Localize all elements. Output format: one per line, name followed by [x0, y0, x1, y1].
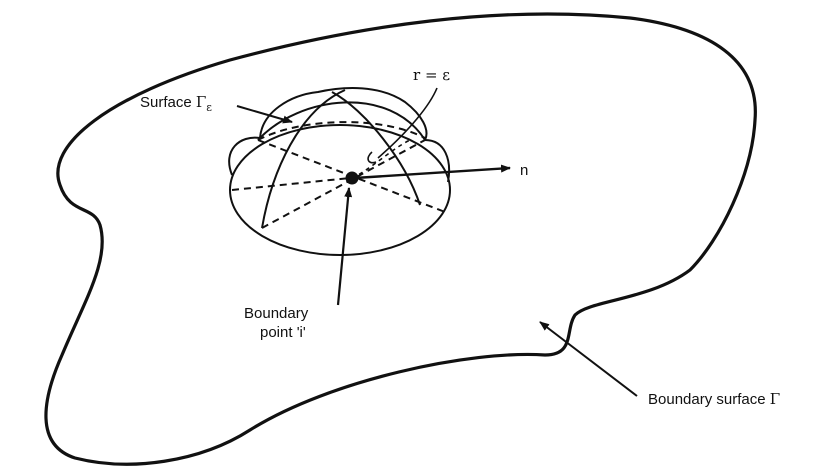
- boundary-surface-leader-arrow: [539, 321, 638, 397]
- boundary-point-dot: [345, 171, 359, 185]
- radius-dashed-line: [351, 139, 411, 179]
- radius-label: r = ε: [413, 66, 450, 84]
- boundary-point-leader-arrow: [336, 187, 353, 306]
- surface-leader-arrow: [236, 105, 293, 124]
- radius-leader-hook: [367, 151, 377, 164]
- boundary-point-label-line2: point 'i': [260, 324, 306, 341]
- hidden-back-arc: [257, 121, 426, 141]
- normal-vector-arrow: [354, 164, 511, 180]
- hemisphere-dome-outline: [228, 87, 450, 183]
- boundary-surface-outline: [44, 12, 757, 466]
- normal-label: n: [520, 162, 528, 179]
- boundary-surface-label: Boundary surface Γ: [648, 390, 780, 408]
- dashed-diameter-3: [231, 177, 351, 191]
- radius-leader-line: [377, 87, 438, 159]
- boundary-point-label-line1: Boundary: [244, 305, 309, 322]
- meridian-arc-front: [331, 91, 421, 206]
- surface-gamma-eps-label: Surface Γε: [140, 93, 212, 114]
- meridian-arc-right: [257, 101, 426, 141]
- hemisphere-base: [229, 124, 451, 256]
- dashed-diameter-2: [261, 139, 426, 229]
- meridian-arc-left: [261, 89, 346, 229]
